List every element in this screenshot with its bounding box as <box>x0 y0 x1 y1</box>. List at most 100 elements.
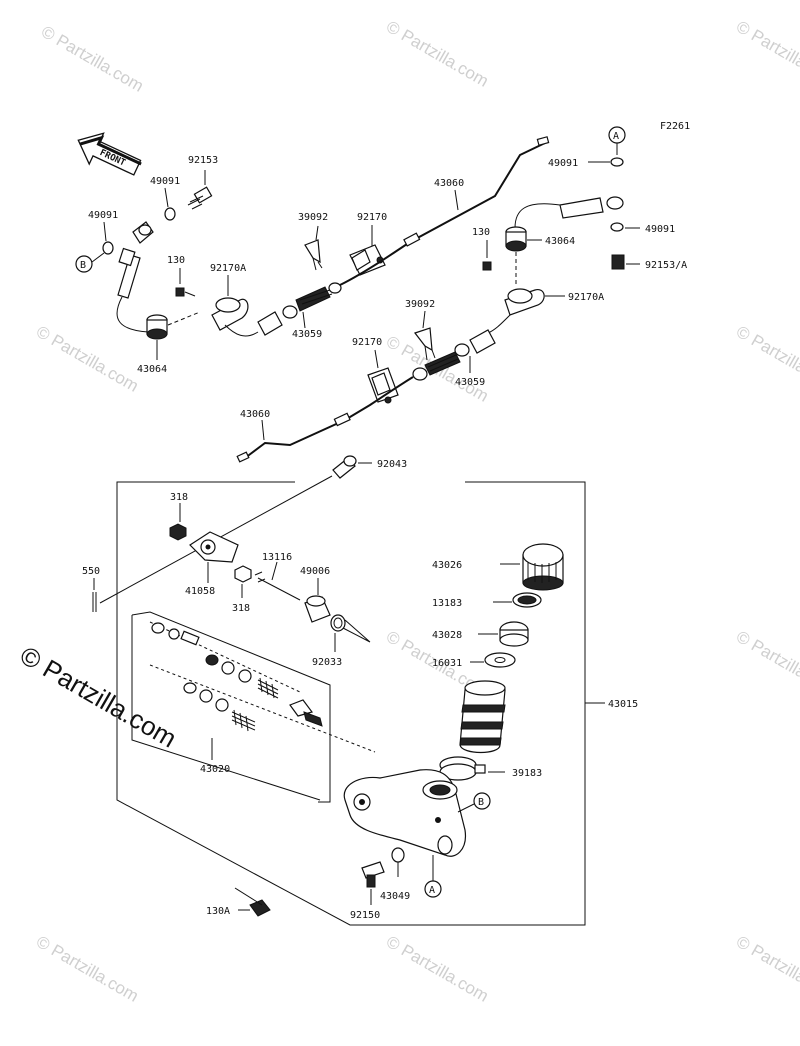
ref-marker-b-left: B <box>75 252 105 273</box>
label-92153: 92153 <box>188 155 218 166</box>
watermark-tile: © Partzilla.com <box>733 17 800 91</box>
watermark-tiles: © Partzilla.com © Partzilla.com © Partzi… <box>33 17 800 1006</box>
label-39092-top: 39092 <box>298 212 328 223</box>
svg-text:B: B <box>80 260 86 271</box>
reservoir-cap-43026 <box>500 543 564 591</box>
watermark-tile: © Partzilla.com <box>733 627 800 701</box>
cable-43060-mid <box>236 376 414 463</box>
nut-318-top <box>169 503 187 541</box>
push-rod-13116 <box>254 561 301 601</box>
label-130-left: 130 <box>167 255 185 266</box>
label-92170a-left: 92170A <box>210 263 246 274</box>
grommet-43064-right <box>505 226 542 285</box>
label-49006: 49006 <box>300 566 330 577</box>
cotter-pin-550 <box>92 578 97 612</box>
label-318-bottom: 318 <box>232 603 250 614</box>
master-cylinder-body <box>343 769 467 857</box>
pin-92043 <box>99 455 372 604</box>
watermark-tile: © Partzilla.com <box>733 932 800 1006</box>
hose-fitting-right <box>514 196 624 229</box>
bolt-130a <box>234 887 271 917</box>
label-43059-mid: 43059 <box>455 377 485 388</box>
bracket-92170-mid <box>367 349 399 404</box>
clamp-92170a-right <box>487 288 565 334</box>
label-130-right: 130 <box>472 227 490 238</box>
label-92150: 92150 <box>350 910 380 921</box>
label-92153a: 92153/A <box>645 260 687 271</box>
hose-clamp-39183 <box>439 756 505 781</box>
reservoir-body <box>459 680 506 754</box>
label-43060-top: 43060 <box>434 178 464 189</box>
bolt-92153a <box>611 254 640 270</box>
svg-text:B: B <box>478 797 484 808</box>
label-43060-mid: 43060 <box>240 409 270 420</box>
cable-end-43059-left <box>224 282 342 337</box>
svg-text:A: A <box>613 131 619 142</box>
bolt-130-left <box>175 268 196 297</box>
cable-end-43059-mid <box>412 329 496 381</box>
nut-318-bottom <box>234 565 252 598</box>
diaphragm-43028 <box>478 621 529 647</box>
label-92170a-right: 92170A <box>568 292 604 303</box>
label-49091-right: 49091 <box>645 224 675 235</box>
right-upper-cluster: A 49091 49091 92153/A 43064 <box>352 126 687 404</box>
cable-43060-top <box>339 136 550 286</box>
washer-16031 <box>470 652 516 668</box>
label-43020: 43020 <box>200 764 230 775</box>
label-92170-top: 92170 <box>357 212 387 223</box>
label-130a: 130A <box>206 906 230 917</box>
washer-49091-left <box>102 241 114 255</box>
label-92043: 92043 <box>377 459 407 470</box>
label-49091-right-top: 49091 <box>548 158 578 169</box>
bolt-130-right <box>482 240 492 271</box>
label-49091-left-top: 49091 <box>150 176 180 187</box>
washer-43049 <box>391 847 405 877</box>
label-550: 550 <box>82 566 100 577</box>
watermark-tile: © Partzilla.com <box>33 932 142 1006</box>
label-13116: 13116 <box>262 552 292 563</box>
watermark-tile: © Partzilla.com <box>383 17 492 91</box>
clip-39092-mid <box>414 310 436 361</box>
label-92170-mid: 92170 <box>352 337 382 348</box>
washer-49091-right-top <box>610 157 624 167</box>
label-43064-right: 43064 <box>545 236 575 247</box>
label-43064-left: 43064 <box>137 364 167 375</box>
watermark-tile: © Partzilla.com <box>383 932 492 1006</box>
label-39183: 39183 <box>512 768 542 779</box>
front-arrow: FRONT <box>77 132 142 176</box>
figure-code: F2261 <box>660 121 690 132</box>
washer-49091-right <box>610 222 624 232</box>
hose-fitting-left <box>116 221 154 333</box>
watermark-tile: © Partzilla.com <box>38 22 147 96</box>
watermark-tile: © Partzilla.com <box>33 322 142 396</box>
left-upper-cluster: 92153 49091 49091 B 43064 <box>75 155 387 375</box>
label-318-top: 318 <box>170 492 188 503</box>
ref-marker-b-lower: B <box>457 792 491 813</box>
piston-kit-43020 <box>131 611 376 803</box>
label-49091-left: 49091 <box>88 210 118 221</box>
plate-13183 <box>493 592 542 608</box>
clip-39092-top <box>304 225 323 271</box>
label-43015: 43015 <box>608 699 638 710</box>
label-92033: 92033 <box>312 657 342 668</box>
ref-marker-a-lower: A <box>424 855 442 898</box>
svg-text:A: A <box>429 885 435 896</box>
clevis-41058 <box>189 531 239 583</box>
label-39092-mid: 39092 <box>405 299 435 310</box>
label-43026: 43026 <box>432 560 462 571</box>
bolt-92150 <box>361 861 385 905</box>
label-43059-left: 43059 <box>292 329 322 340</box>
bracket-92170-top <box>349 225 386 276</box>
label-13183: 13183 <box>432 598 462 609</box>
grommet-43064-left <box>146 314 168 360</box>
boot-49006 <box>304 578 331 623</box>
assembly-bracket-43015 <box>116 481 586 926</box>
watermark-tile: © Partzilla.com <box>733 322 800 396</box>
bolt-92153 <box>187 170 213 210</box>
label-43049: 43049 <box>380 891 410 902</box>
washer-49091-left-top <box>164 207 176 221</box>
circlip-92033 <box>330 614 371 652</box>
label-41058: 41058 <box>185 586 215 597</box>
